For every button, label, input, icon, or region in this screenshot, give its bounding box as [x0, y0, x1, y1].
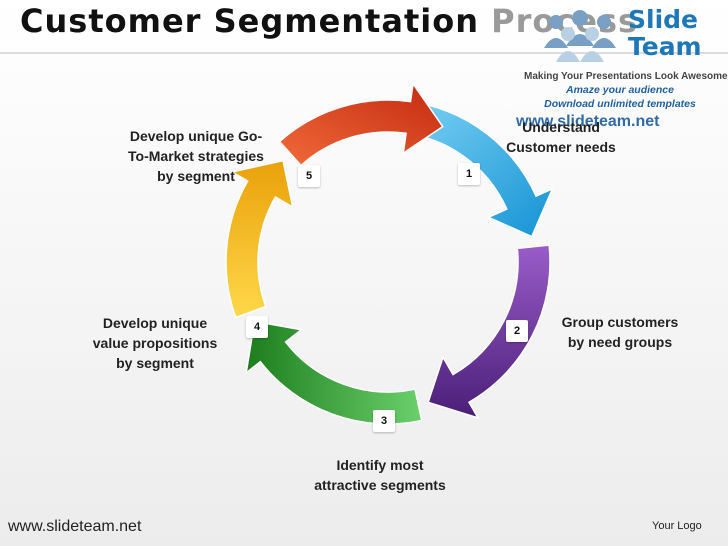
brand-tagline: Making Your Presentations Look Awesome [524, 71, 728, 82]
logo-line2: Team [628, 32, 702, 61]
step-number-4: 4 [246, 316, 268, 338]
step-label-5: Develop unique Go- To-Market strategies … [128, 128, 264, 184]
step-label-3: Identify most attractive segments [314, 457, 446, 493]
logo-line1: Slide [628, 5, 698, 34]
cycle-arrow-4 [225, 159, 294, 319]
promo-line2: Download unlimited templates [544, 98, 696, 110]
footer-logo: Your Logo [652, 520, 702, 532]
step-number-5: 5 [298, 165, 320, 187]
step-number-1: 1 [458, 163, 480, 185]
cycle-arrow-5 [278, 81, 444, 167]
step-number-3: 3 [373, 410, 395, 432]
page-title: Customer Segmentation Process [20, 2, 638, 40]
step-number-2: 2 [506, 320, 528, 342]
step-label-4: Develop unique value propositions by seg… [92, 315, 218, 371]
title-main: Customer Segmentation [20, 2, 479, 40]
people-icon [544, 10, 616, 62]
step-label-2: Group customers by need groups [561, 314, 679, 350]
cycle-arrow-3 [245, 320, 423, 425]
cycle-arrow-2 [427, 244, 551, 420]
cycle-segments [225, 81, 554, 425]
footer-url[interactable]: www.slideteam.net [8, 518, 142, 535]
step-label-1: Understand Customer needs [506, 119, 616, 155]
promo-url[interactable]: www.slideteam.net [516, 113, 660, 130]
brand-logo: Slide Team [628, 6, 702, 60]
title-divider [0, 52, 728, 54]
promo-line1: Amaze your audience [566, 84, 674, 96]
